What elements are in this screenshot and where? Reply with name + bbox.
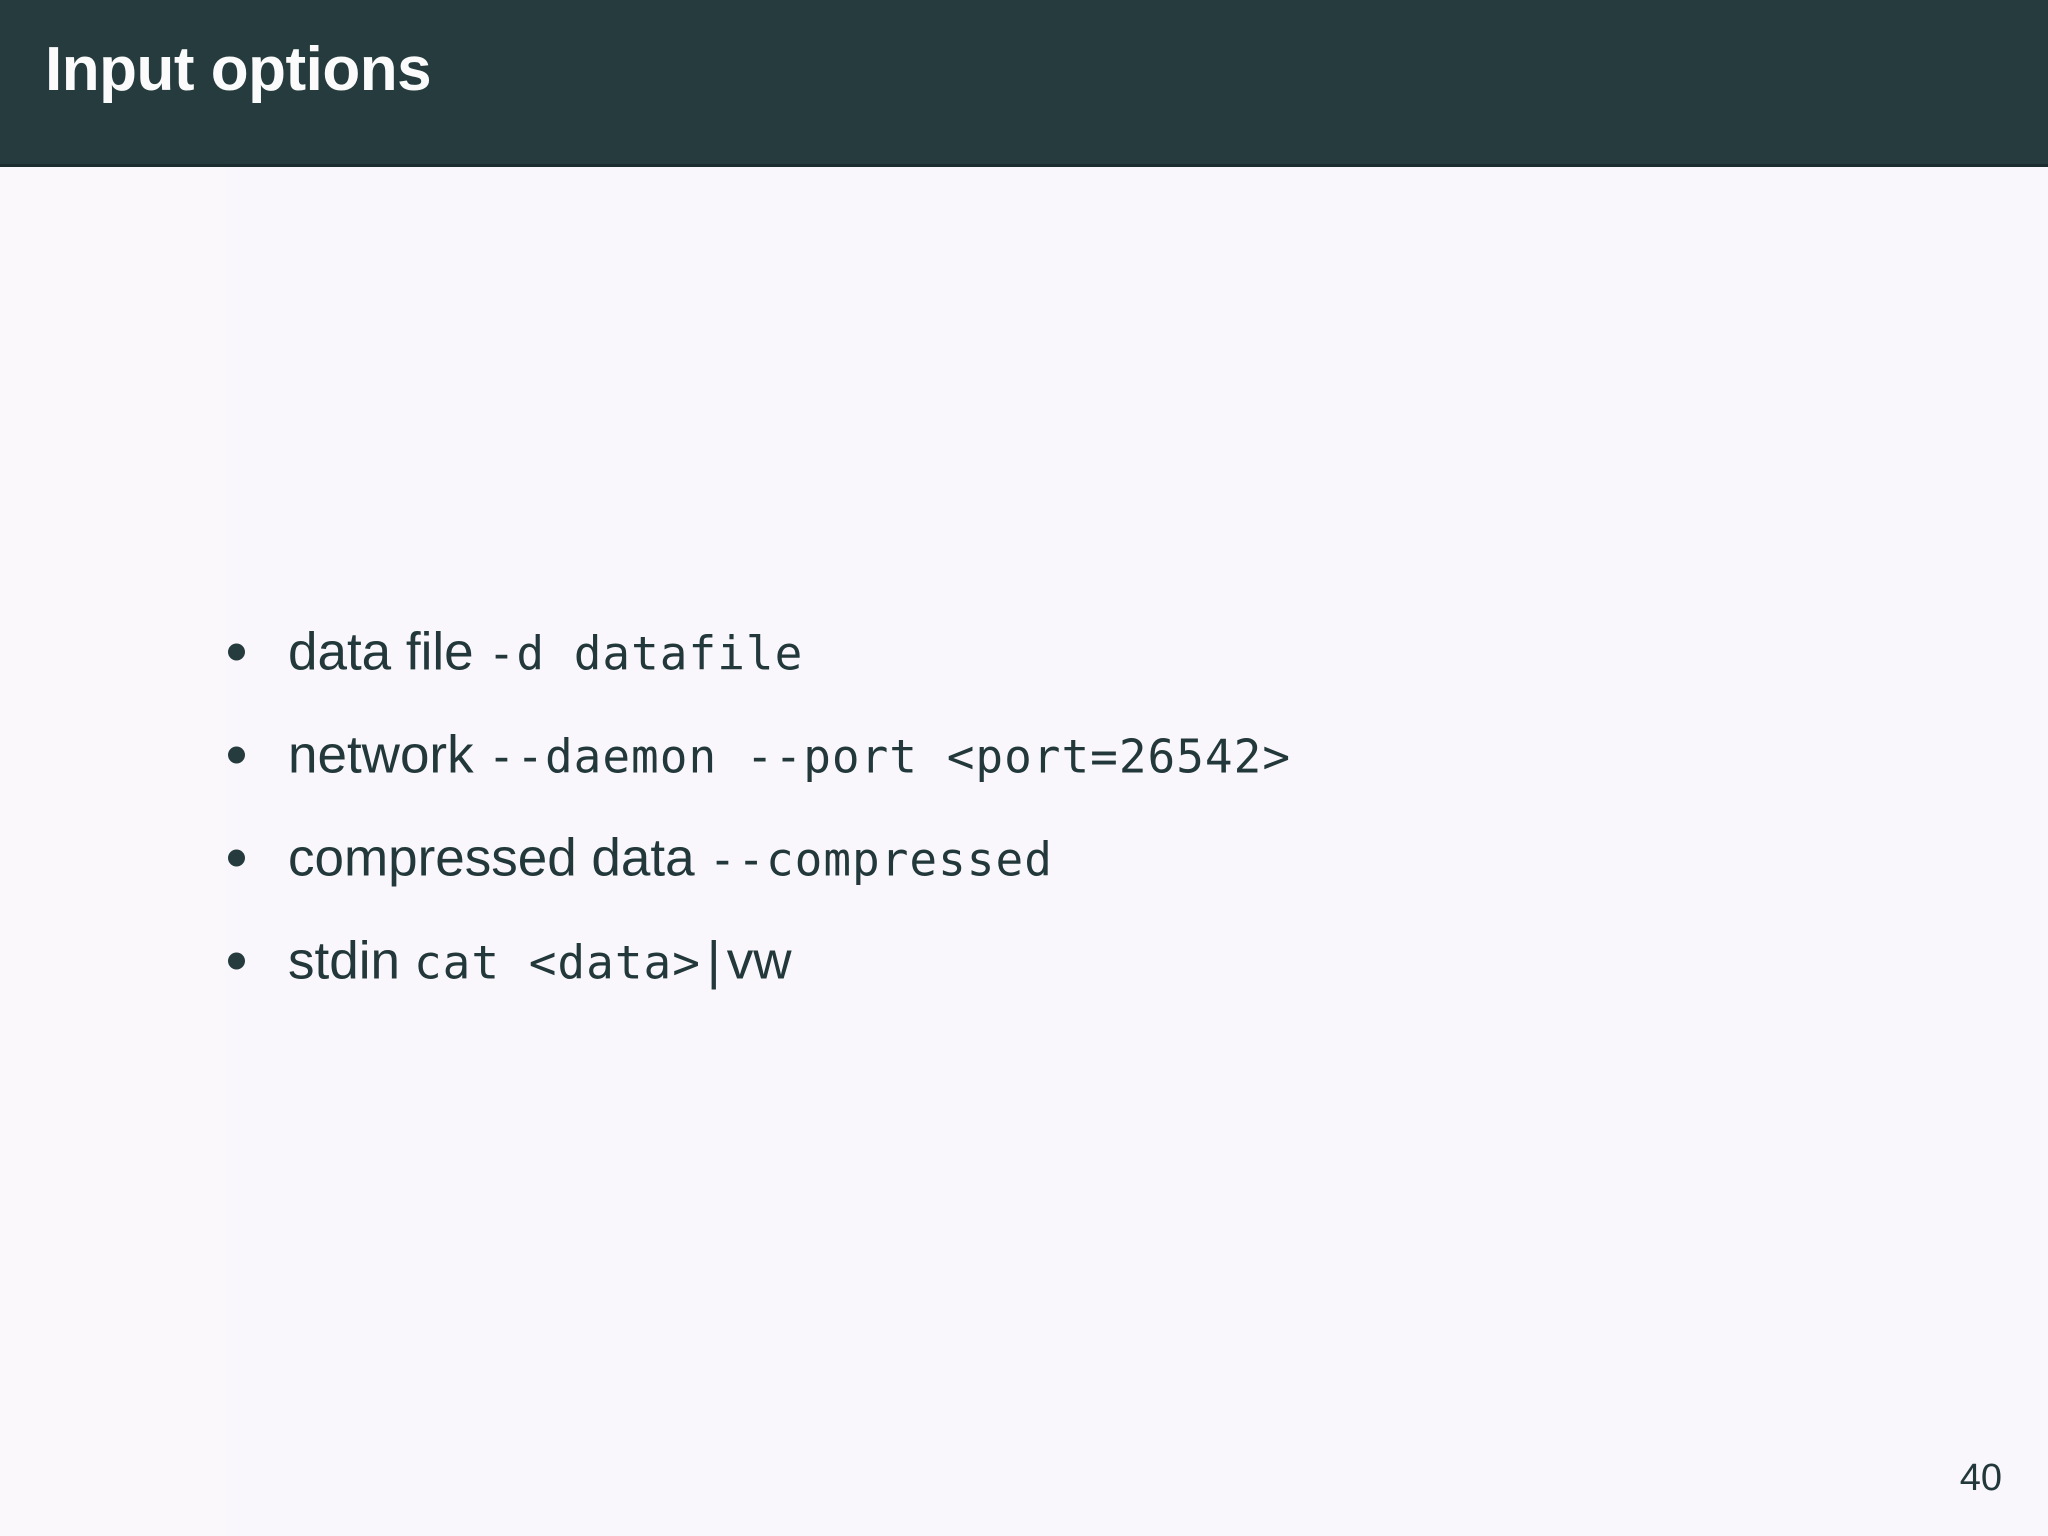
bullet-code: -d datafile: [487, 626, 804, 680]
bullet-label: compressed data: [288, 828, 695, 887]
bullet-label: data file: [288, 622, 474, 681]
list-item-content: data file-d datafile: [288, 625, 803, 678]
content-area: [225, 167, 2048, 1536]
bullet-dot-icon: [228, 746, 245, 763]
bullet-trailing: vw: [726, 931, 792, 990]
list-item: compressed data--compressed: [0, 806, 2048, 909]
pipe-separator: |: [706, 931, 721, 990]
bullet-code: --compressed: [708, 832, 1053, 886]
bullet-label: network: [288, 725, 474, 784]
bullet-code: --daemon --port <port=26542>: [487, 729, 1292, 783]
list-item-content: network--daemon --port <port=26542>: [288, 728, 1291, 781]
bullet-dot-icon: [228, 952, 245, 969]
page-number: 40: [1959, 1457, 2002, 1499]
bullet-code: cat <data>: [413, 935, 701, 989]
page-title: Input options: [45, 35, 432, 104]
list-item: network--daemon --port <port=26542>: [0, 703, 2048, 806]
bullet-list: data file-d datafile network--daemon --p…: [0, 600, 2048, 1012]
bullet-dot-icon: [228, 643, 245, 660]
bullet-dot-icon: [228, 849, 245, 866]
slide-header: Input options: [0, 0, 2048, 167]
list-item: data file-d datafile: [0, 600, 2048, 703]
list-item-content: compressed data--compressed: [288, 831, 1053, 884]
bullet-label: stdin: [288, 931, 400, 990]
